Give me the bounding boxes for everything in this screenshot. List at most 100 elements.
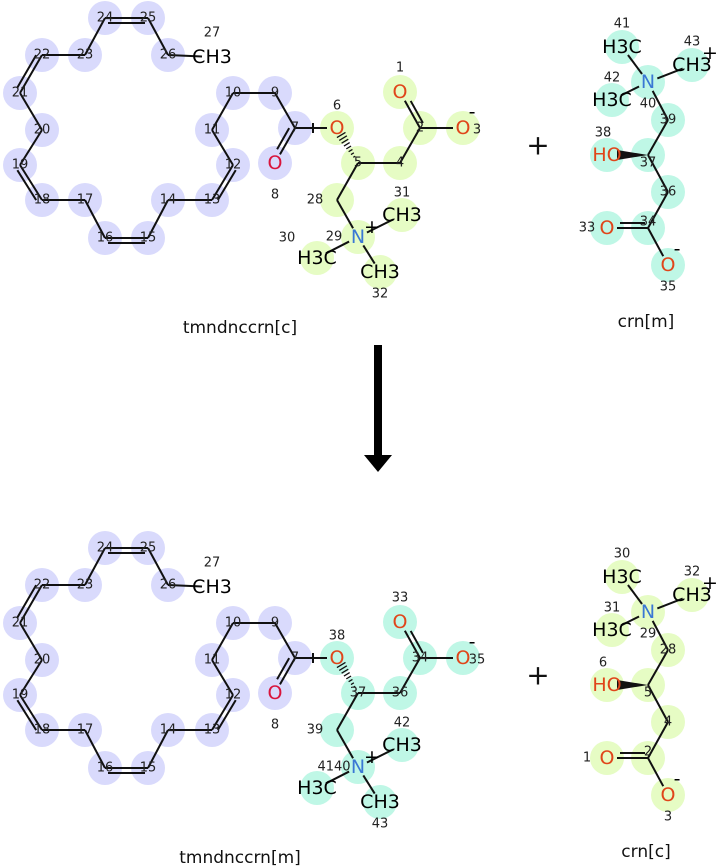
atom-number: 43 bbox=[684, 35, 701, 50]
atom-number: 12 bbox=[225, 688, 242, 703]
atom-number: 4 bbox=[396, 156, 404, 171]
bond bbox=[274, 622, 296, 659]
atom-highlight bbox=[651, 248, 685, 282]
atom-number: 23 bbox=[77, 578, 94, 593]
atom-label: O bbox=[393, 611, 408, 633]
bond bbox=[336, 729, 354, 759]
bond bbox=[147, 17, 169, 56]
atom-label: CH3 bbox=[672, 584, 712, 606]
atom-highlight bbox=[300, 771, 334, 805]
bond bbox=[19, 129, 43, 166]
bond bbox=[19, 54, 43, 94]
bond bbox=[620, 615, 640, 627]
atom-number: 31 bbox=[394, 186, 411, 201]
molecule-tmndnccrn-c bbox=[16, 17, 453, 265]
double-bond bbox=[16, 584, 38, 619]
atom-number: 21 bbox=[12, 616, 29, 631]
atom-number: 4140 bbox=[317, 760, 350, 775]
atom-number: 1 bbox=[396, 61, 404, 76]
atom-number: 11 bbox=[204, 123, 221, 138]
wedge-bond bbox=[617, 150, 648, 160]
molecule-crn-m bbox=[617, 54, 684, 257]
atom-highlight bbox=[590, 741, 624, 775]
atom-number: 11 bbox=[204, 653, 221, 668]
atom-label: O bbox=[268, 152, 283, 174]
atom-number: 12 bbox=[225, 158, 242, 173]
bond bbox=[19, 622, 43, 661]
atom-highlight bbox=[590, 668, 624, 702]
atom-number: 32 bbox=[372, 287, 389, 302]
atom-number: 34 bbox=[640, 215, 657, 230]
bond bbox=[656, 67, 684, 80]
bond bbox=[211, 129, 234, 166]
bond bbox=[279, 127, 296, 155]
atom-label: O bbox=[268, 682, 283, 704]
atom-label: N bbox=[641, 71, 655, 93]
atom-number: 35 bbox=[469, 653, 486, 668]
atom-number: 19 bbox=[12, 688, 29, 703]
bond bbox=[647, 154, 669, 193]
atom-number: 42 bbox=[604, 71, 621, 86]
atom-label: HO bbox=[592, 144, 621, 166]
charge-label: - bbox=[469, 101, 476, 123]
bond bbox=[366, 748, 394, 764]
wedge-bond bbox=[617, 680, 648, 690]
atom-label: N bbox=[641, 601, 655, 623]
atom-number: 27 bbox=[204, 556, 221, 571]
atom-number: 38 bbox=[329, 629, 346, 644]
hashed-wedge-bond bbox=[355, 689, 357, 691]
hashed-wedge-bond bbox=[343, 142, 350, 147]
atom-number: 9 bbox=[271, 86, 279, 101]
plus-sign-bottom: + bbox=[526, 659, 549, 692]
molecule-tmndnccrn-m bbox=[16, 547, 453, 795]
atom-highlight bbox=[385, 728, 419, 762]
atom-highlight bbox=[383, 605, 417, 639]
atom-number: 23 bbox=[77, 48, 94, 63]
double-bond bbox=[216, 169, 237, 201]
bond bbox=[84, 199, 106, 239]
molecule-name-crn-c: crn[c] bbox=[621, 842, 670, 862]
charge-label: + bbox=[364, 746, 380, 768]
atom-number: 24 bbox=[97, 11, 114, 26]
atom-highlight bbox=[651, 778, 685, 812]
atom-label: O bbox=[600, 217, 615, 239]
atom-highlight bbox=[631, 595, 665, 629]
atom-number: 26 bbox=[160, 48, 177, 63]
atom-number: 9 bbox=[271, 616, 279, 631]
atom-number: 19 bbox=[12, 158, 29, 173]
atom-highlight bbox=[590, 138, 624, 172]
bond bbox=[403, 630, 421, 659]
reaction-arrow bbox=[364, 345, 392, 472]
bond bbox=[19, 584, 43, 624]
bond bbox=[147, 547, 169, 586]
bond bbox=[403, 100, 421, 129]
atom-label: N bbox=[351, 226, 365, 248]
bond bbox=[167, 54, 203, 58]
atom-number: 39 bbox=[307, 723, 324, 738]
hashed-wedge-bond bbox=[355, 159, 357, 161]
atom-number: 38 bbox=[595, 126, 612, 141]
atom-number: 13 bbox=[204, 193, 221, 208]
atom-number: 16 bbox=[97, 231, 114, 246]
atom-label: O bbox=[393, 81, 408, 103]
atom-number: 7 bbox=[291, 651, 299, 666]
atom-highlight bbox=[258, 146, 292, 180]
atom-highlight bbox=[675, 578, 709, 612]
atom-number: 20 bbox=[34, 123, 51, 138]
bond bbox=[399, 127, 421, 164]
atom-number: 30 bbox=[279, 231, 296, 246]
atom-number: 1 bbox=[583, 751, 591, 766]
hashed-wedge-bond bbox=[336, 131, 346, 139]
bond bbox=[336, 199, 354, 229]
atom-label: O bbox=[600, 747, 615, 769]
molecule-name-tmndnccrn-m: tmndnccrn[m] bbox=[179, 848, 301, 868]
atom-number: 3 bbox=[664, 810, 672, 825]
atom-highlight bbox=[341, 750, 375, 784]
bond bbox=[325, 240, 350, 255]
bond bbox=[362, 244, 376, 265]
double-bond bbox=[276, 127, 291, 150]
atom-label: CH3 bbox=[360, 261, 400, 283]
atom-highlight bbox=[363, 785, 397, 819]
atom-number: 6 bbox=[333, 99, 341, 114]
